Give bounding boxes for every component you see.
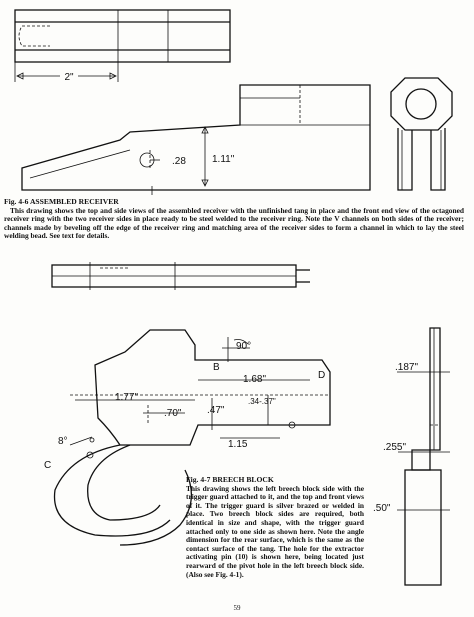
width-50-label: .50" bbox=[373, 503, 391, 514]
page-number: 59 bbox=[233, 604, 241, 612]
offset-70-label: .70" bbox=[164, 408, 182, 419]
height-34-37-label: .34-.37" bbox=[248, 397, 276, 406]
angle-8-label: 8° bbox=[58, 436, 68, 447]
width-1-77-label: 1.77" bbox=[115, 392, 138, 403]
breech-block-top-view bbox=[51, 262, 310, 290]
point-b-label: B bbox=[213, 362, 220, 373]
height-47-label: .47" bbox=[207, 405, 225, 416]
thickness-187-label: .187" bbox=[395, 362, 418, 373]
figure-4-7-caption: Fig. 4-7 BREECH BLOCK This drawing shows… bbox=[186, 475, 364, 579]
figure-4-7-body: This drawing shows the left breech block… bbox=[186, 483, 364, 579]
receiver-side-view bbox=[21, 84, 371, 195]
height-dimension-label: 1.11" bbox=[212, 154, 235, 165]
height-1-15-label: 1.15 bbox=[228, 439, 248, 450]
figure-4-7-title: Fig. 4-7 BREECH BLOCK bbox=[186, 475, 274, 484]
receiver-top-view bbox=[14, 9, 231, 82]
figure-4-6-caption: Fig. 4-6 ASSEMBLED RECEIVER This drawing… bbox=[4, 197, 464, 241]
point-c-label: C bbox=[44, 460, 51, 471]
thickness-255-label: .255" bbox=[383, 442, 406, 453]
breech-block-side-view bbox=[53, 329, 331, 546]
depth-dimension-label: .28 bbox=[172, 156, 186, 167]
width-1-68-label: 1.68" bbox=[243, 374, 266, 385]
angle-90-label: 90° bbox=[236, 341, 251, 352]
figure-4-6-body: This drawing shows the top and side view… bbox=[4, 205, 464, 241]
point-d-label: D bbox=[318, 370, 325, 381]
figure-4-6-title: Fig. 4-6 ASSEMBLED RECEIVER bbox=[4, 197, 119, 206]
receiver-ring-front-view bbox=[390, 77, 453, 191]
length-dimension-label: 2" bbox=[64, 72, 74, 83]
breech-block-front-view bbox=[397, 327, 450, 586]
